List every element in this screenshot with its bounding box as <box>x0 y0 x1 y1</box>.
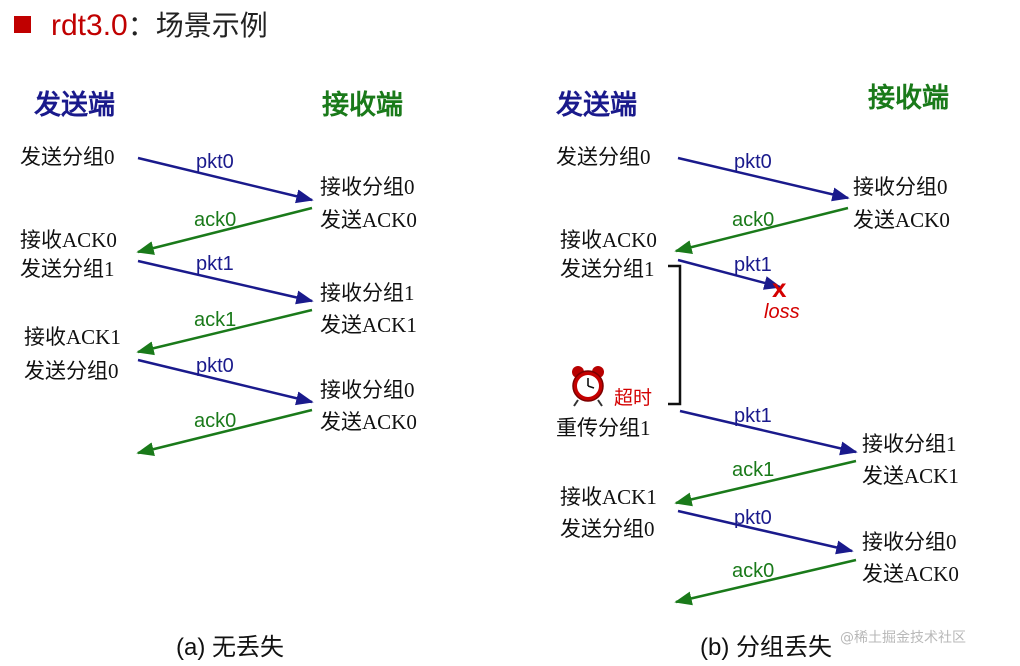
title-prefix: rdt3.0 <box>51 9 128 42</box>
a-ack-label: ack0 <box>194 410 236 432</box>
b-pkt-label: pkt1 <box>734 405 772 427</box>
a-receiver-event: 发送ACK1 <box>320 313 417 337</box>
b-receiver-event: 接收分组0 <box>862 530 957 554</box>
b-receiver-event: 接收分组0 <box>853 175 948 199</box>
a-sender-event: 接收ACK1 <box>24 325 121 349</box>
timeout-bracket <box>668 264 682 406</box>
a-sender-header: 发送端 <box>33 89 115 121</box>
b-sender-event: 接收ACK1 <box>560 485 657 509</box>
a-pkt-label: pkt0 <box>196 151 234 173</box>
title-suffix: ：场景示例 <box>127 9 268 42</box>
b-receiver-event: 发送ACK0 <box>862 562 959 586</box>
a-pkt-arrow <box>137 358 314 406</box>
a-pkt-arrow <box>137 156 314 204</box>
a-sender-event: 接收ACK0 <box>20 228 117 252</box>
a-pkt-label: pkt1 <box>196 253 234 275</box>
a-receiver-event: 接收分组0 <box>320 378 415 402</box>
b-sender-header: 发送端 <box>555 89 637 121</box>
a-ack-label: ack1 <box>194 309 236 331</box>
a-ack-arrow <box>136 308 313 356</box>
b-sender-event: 发送分组0 <box>556 145 651 169</box>
b-pkt-arrow <box>677 156 850 202</box>
a-sender-event: 发送分组0 <box>20 145 115 169</box>
a-ack-label: ack0 <box>194 209 236 231</box>
a-caption: (a) 无丢失 <box>176 634 284 661</box>
b-receiver-event: 发送ACK1 <box>862 464 959 488</box>
a-sender-event: 发送分组0 <box>24 359 119 383</box>
a-receiver-header: 接收端 <box>322 90 403 121</box>
b-pkt-label: pkt1 <box>734 254 772 276</box>
b-ack-label: ack1 <box>732 459 774 481</box>
a-receiver-event: 接收分组1 <box>320 281 415 305</box>
a-sender-event: 发送分组1 <box>20 257 115 281</box>
b-pkt-label: pkt0 <box>734 151 772 173</box>
b-caption: (b) 分组丢失 <box>700 634 832 661</box>
a-ack-arrow <box>136 408 313 457</box>
b-pkt-arrow-lost <box>677 258 782 290</box>
b-receiver-event: 接收分组1 <box>862 432 957 456</box>
a-receiver-event: 接收分组0 <box>320 175 415 199</box>
b-pkt-arrow <box>679 409 858 456</box>
title-bullet <box>14 15 31 33</box>
b-ack-arrow <box>674 459 857 507</box>
b-ack-arrow <box>674 558 857 606</box>
a-receiver-event: 发送ACK0 <box>320 410 417 434</box>
a-receiver-event: 发送ACK0 <box>320 208 417 232</box>
b-sender-event: 接收ACK0 <box>560 228 657 252</box>
loss-x-mark: x <box>772 273 787 303</box>
b-receiver-header: 接收端 <box>868 83 949 114</box>
watermark: @稀土掘金技术社区 <box>840 630 966 646</box>
loss-label: loss <box>764 301 800 323</box>
alarm-clock-icon <box>572 366 604 407</box>
b-receiver-event: 发送ACK0 <box>853 208 950 232</box>
a-pkt-label: pkt0 <box>196 355 234 377</box>
b-ack-arrow <box>674 206 849 254</box>
timeout-label: 超时 <box>614 387 652 409</box>
a-pkt-arrow <box>137 259 314 305</box>
slide-title: rdt3.0：场景示例 <box>14 4 268 44</box>
b-pkt-label: pkt0 <box>734 507 772 529</box>
b-sender-event: 重传分组1 <box>556 416 651 440</box>
a-ack-arrow <box>136 206 313 255</box>
b-pkt-arrow <box>677 509 854 555</box>
b-sender-event: 发送分组0 <box>560 517 655 541</box>
b-sender-event: 发送分组1 <box>560 257 655 281</box>
b-ack-label: ack0 <box>732 209 774 231</box>
b-ack-label: ack0 <box>732 560 774 582</box>
